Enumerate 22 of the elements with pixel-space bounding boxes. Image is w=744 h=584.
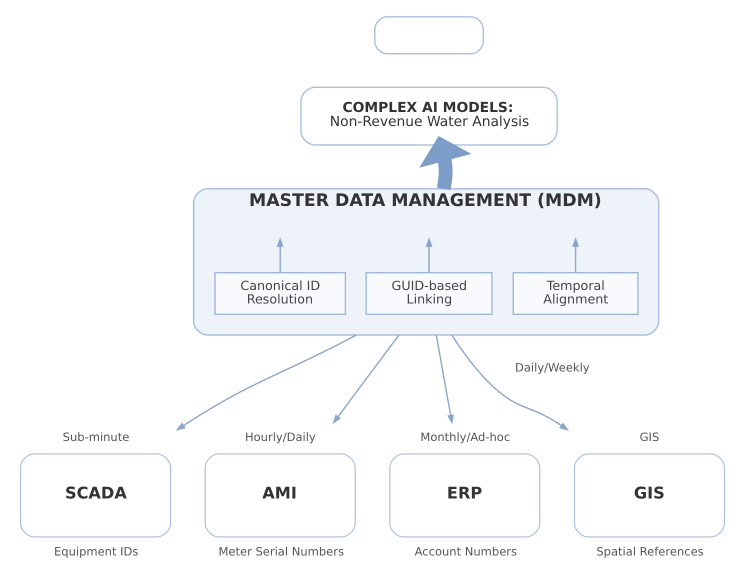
- node-box: GUID-based Linking: [364, 272, 492, 314]
- node-box: Canonical ID Resolution: [214, 272, 346, 314]
- arrow: [276, 236, 284, 272]
- arrow: [332, 334, 399, 424]
- node-box: Temporal Alignment: [512, 272, 638, 314]
- node-label: Sub-minute: [62, 430, 129, 444]
- arrow: [572, 236, 578, 272]
- node-box: COMPLEX AI MODELS: Non-Revenue Water Analysis: [300, 86, 558, 146]
- node-box: [374, 16, 484, 54]
- label: Daily/Weekly: [514, 360, 590, 374]
- node-label: Hourly/Daily: [244, 430, 316, 444]
- arrow: [450, 334, 569, 430]
- node-label: GIS: [639, 430, 659, 444]
- arrow: [425, 236, 432, 272]
- arrow: [418, 135, 471, 190]
- node-label: Meter Serial Numbers: [218, 544, 344, 558]
- node-label: Equipment IDs: [54, 544, 138, 558]
- node-label: Monthly/Ad-hoc: [420, 430, 510, 444]
- node-label: Account Numbers: [414, 544, 517, 558]
- node-label: Spatial References: [596, 544, 704, 558]
- arrow: [435, 334, 454, 424]
- arrow: [175, 334, 356, 430]
